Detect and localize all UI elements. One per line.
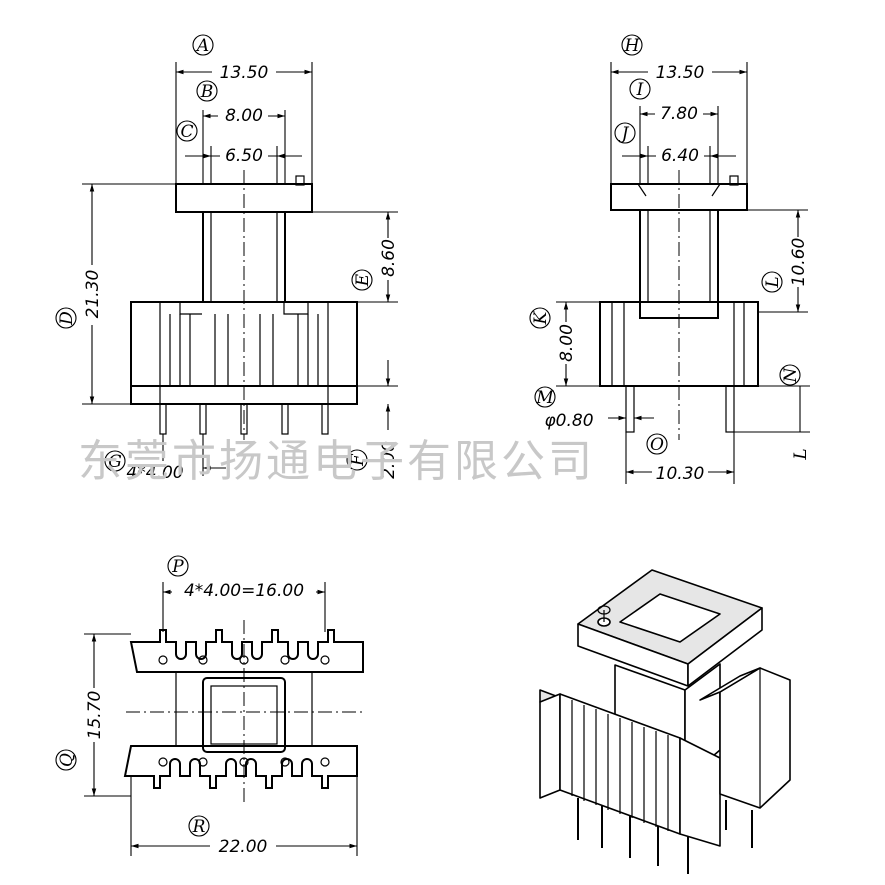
dim-i-value: 7.80 [660,104,698,124]
tag-d: D [57,311,77,326]
dim-j-value: 6.40 [661,146,699,166]
dim-h-value: 13.50 [656,63,705,83]
tag-o: O [650,435,664,455]
tag-c: C [180,122,193,142]
dim-f-value: 2.00 [379,441,399,479]
tag-p: P [171,557,184,577]
dim-m-value: φ0.80 [544,411,593,431]
side-view: 13.50 H 7.80 I 6.40 J 10.60 L 8.00 [529,34,811,484]
tag-l: L [763,276,783,288]
tag-q: Q [57,753,77,767]
tag-e: E [353,273,373,287]
tag-a: A [195,36,209,56]
bottom-view: 4*4.00=16.00 P 15.70 Q 22.00 R [55,555,364,857]
dim-o-value: 10.30 [656,464,705,484]
tag-h: H [624,36,641,56]
dim-a-value: 13.50 [220,63,269,83]
dim-p-value: 4*4.00=16.00 [184,581,304,601]
isometric-view [539,569,791,874]
tag-f: F [348,453,368,467]
tag-n: N [781,366,801,383]
dim-l-value: 10.60 [789,238,809,287]
dim-k-value: 8.00 [557,324,577,362]
tag-m: M [535,388,554,408]
tag-k: K [531,310,551,325]
tag-b: B [200,82,214,102]
dim-g-value: 4*4.00 [126,463,183,483]
dim-b-value: 8.00 [225,106,263,126]
tag-j: J [619,124,630,144]
tag-g: G [108,452,122,472]
tag-r: R [192,817,206,837]
tag-l-lower: L [791,448,811,460]
tag-i: I [636,80,644,100]
dim-c-value: 6.50 [225,146,263,166]
dim-q-value: 15.70 [85,691,105,740]
dim-e-value: 8.60 [379,239,399,277]
dim-r-value: 22.00 [219,837,268,857]
dim-d-value: 21.30 [83,270,103,319]
front-view: 13.50 A 8.00 B 6.50 C 21.30 D 8.60 [55,34,399,483]
watermark: 东莞市扬通电子有限公司 [78,436,595,487]
